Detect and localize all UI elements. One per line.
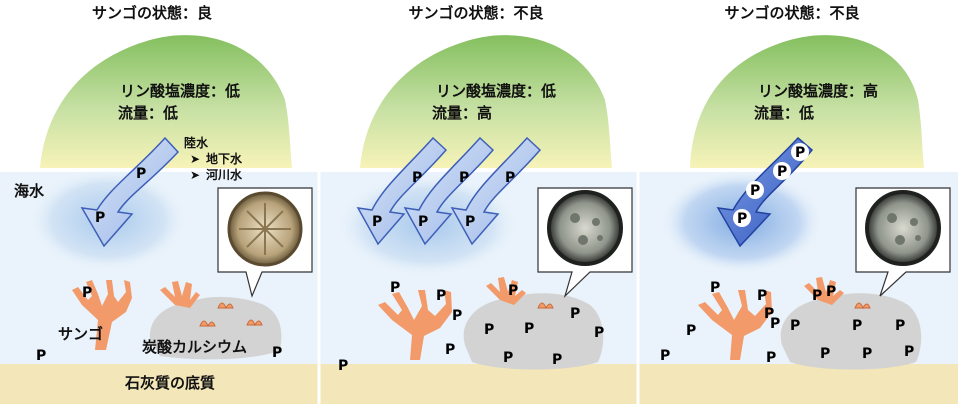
zooxanthellae-cell-image [865,190,941,266]
panel-1-phosphate: リン酸塩濃度：低 [120,82,240,100]
phosphorus-label: P [445,342,455,358]
phosphorus-label: P [82,285,92,301]
panel-3-status: サンゴの状態：不良 [724,4,859,22]
coral [72,280,132,350]
phosphorus-label: P [436,288,446,304]
phosphorus-label: P [904,344,914,360]
panel-3-flow: 流量：低 [754,104,814,122]
calcium-carbonate-rock [149,296,282,360]
phosphorus-label: P [570,306,580,322]
groundwater-label: 地下水 [206,151,243,166]
panel-3: サンゴの状態：不良 リン酸塩濃度：高 流量：低 P P P P P [660,4,951,370]
calcium-carbonate-label: 炭酸カルシウム [142,338,247,356]
cell-texture [239,203,291,255]
phosphorus-label: P [36,348,46,364]
cell-texture [570,213,603,245]
panel-1-flow: 流量：低 [118,104,178,122]
land-mass [690,35,924,168]
phosphorus-label: P [795,145,805,161]
phosphorus-label: P [790,318,800,334]
phosphorus-label: P [338,358,348,374]
land-mass [40,35,292,168]
panel-2-status: サンゴの状態：不良 [408,4,543,22]
panel-1-status: サンゴの状態：良 [92,4,212,22]
phosphorus-label: P [390,280,400,296]
phosphorus-label: P [895,318,905,334]
phosphorus-label: P [764,306,774,322]
phosphorus-label: P [812,288,822,304]
groundwater-source-label: 陸水 [184,135,209,150]
seawater-label: 海水 [14,182,45,200]
cell-texture [887,213,921,245]
panel-2-flow: 流量：高 [432,104,492,122]
phosphorus-label: P [508,283,518,299]
phosphorus-label: P [418,214,428,230]
phosphorus-label: P [412,170,422,186]
phosphorus-label: P [505,170,515,186]
land-mass [360,35,612,168]
phosphorus-label: P [820,346,830,362]
bullet-icon: ➤ [190,152,200,166]
phosphorus-label: P [826,284,836,300]
phosphorus-label: P [750,183,760,199]
zooxanthellae-cell-image [547,190,623,266]
coral-label: サンゴ [58,325,103,343]
polyp-icon [854,302,871,310]
polyp-icon [537,302,554,310]
calcium-carbonate-rock [780,293,922,370]
runoff-arrow [80,136,180,248]
phosphorus-label: P [552,352,562,368]
phosphorus-label: P [862,346,872,362]
river-label: 河川水 [205,167,243,182]
coral [160,281,200,308]
phosphorus-label: P [484,322,494,338]
calcium-carbonate-rock [463,293,604,370]
coral [804,277,844,305]
phosphorus-label: P [272,345,282,361]
panel-2-phosphate: リン酸塩濃度：低 [436,82,556,100]
phosphorus-label: P [737,211,747,227]
phosphorus-label: P [686,323,696,339]
coral [698,290,772,360]
panel-3-phosphate: リン酸塩濃度：高 [758,82,878,100]
phosphorus-label: P [95,210,105,226]
phosphorus-label: P [524,321,534,337]
phosphorus-label: P [503,350,513,366]
coral [486,277,526,305]
phosphorus-white-labels [733,143,809,227]
phosphorus-label: P [452,308,462,324]
panel-1: サンゴの状態：良 リン酸塩濃度：低 流量：低 P P 陸水 ➤ 地下水 ➤ 河川… [14,4,313,392]
phosphorus-label: P [594,325,604,341]
coral [378,290,452,360]
phosphorus-label: P [852,318,862,334]
phosphorus-label: P [710,280,720,296]
phosphorus-label: P [757,288,767,304]
phosphorus-label: P [770,316,780,332]
runoff-arrow [356,136,542,246]
phosphorus-label: P [372,214,382,230]
phosphorus-label: P [777,164,787,180]
bedrock-label: 石灰質の底質 [124,374,215,392]
phosphorus-label: P [660,348,670,364]
bullet-icon: ➤ [190,168,200,182]
phosphorus-label: P [459,170,469,186]
polyp-icon [199,302,263,328]
phosphorus-label: P [766,350,776,366]
panel-2: サンゴの状態：不良 リン酸塩濃度：低 流量：高 P P P P P P P [336,4,633,374]
phosphorus-label: P [465,214,475,230]
phosphorus-label: P [136,166,146,182]
